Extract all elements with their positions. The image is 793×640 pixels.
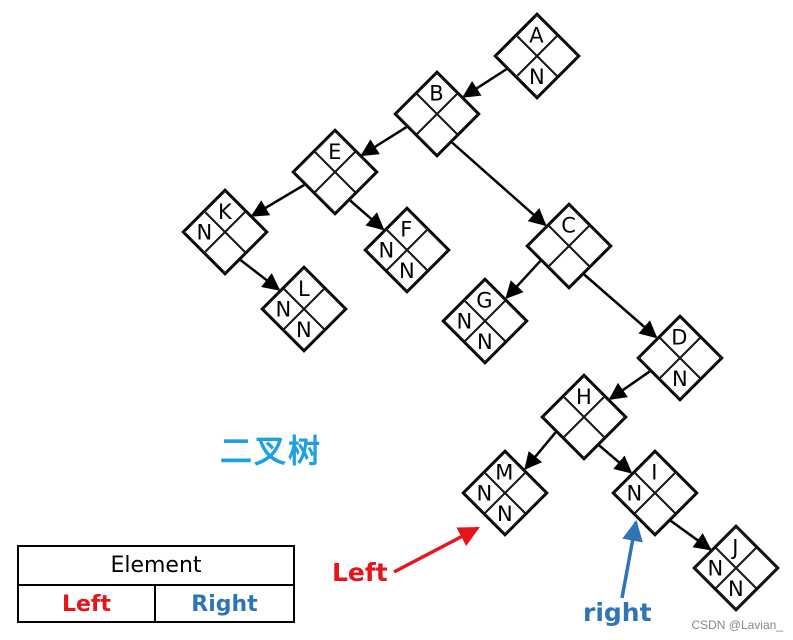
- left-pointer-cell-text: N: [476, 481, 493, 505]
- element-cell-text: K: [218, 199, 232, 224]
- right-pointer-cell-text: N: [672, 366, 688, 391]
- element-cell-text: D: [671, 325, 689, 350]
- legend-left-cell: Left: [19, 586, 156, 623]
- element-cell-text: H: [576, 384, 592, 409]
- element-cell-text: B: [429, 81, 445, 106]
- left-pointer-cell-text: N: [275, 297, 292, 321]
- element-cell-text: M: [495, 460, 515, 485]
- node-structure-legend: Element Left Right: [17, 545, 295, 623]
- left-pointer-cell-text: N: [456, 309, 473, 333]
- edge-b-c: [443, 135, 547, 227]
- watermark: CSDN @Lavian_: [691, 618, 783, 632]
- left-pointer-label: Left: [332, 558, 388, 587]
- edge-e-k: [250, 178, 314, 217]
- right-pointer-label: right: [583, 598, 652, 627]
- element-cell-text: F: [400, 217, 414, 242]
- element-cell-text: E: [328, 139, 342, 164]
- right-pointer-cell-text: N: [529, 64, 545, 89]
- legend-element-cell: Element: [19, 547, 293, 586]
- element-cell-text: C: [561, 213, 577, 238]
- right-pointer-cell-text: N: [296, 317, 312, 342]
- edge-c-d: [575, 267, 658, 339]
- element-cell-text: J: [732, 535, 740, 560]
- left-pointer-cell-text: N: [626, 481, 643, 505]
- element-cell-text: L: [298, 276, 310, 301]
- right-pointer-cell-text: N: [399, 258, 415, 283]
- diagram-title: 二叉树: [220, 432, 323, 470]
- right-pointer-cell-text: N: [477, 329, 493, 354]
- left-pointer-cell-text: N: [707, 556, 724, 580]
- legend-right-cell: Right: [191, 592, 258, 617]
- right-pointer-cell-text: N: [728, 576, 744, 601]
- element-cell-text: G: [476, 288, 494, 313]
- left-pointer-cell-text: N: [378, 238, 395, 262]
- left-pointer-cell-text: N: [196, 220, 213, 244]
- left-annotation-arrow: [393, 526, 480, 574]
- element-cell-text: I: [651, 460, 659, 485]
- right-pointer-cell-text: N: [497, 501, 513, 526]
- element-cell-text: A: [529, 23, 545, 48]
- right-annotation-arrow: [620, 519, 643, 599]
